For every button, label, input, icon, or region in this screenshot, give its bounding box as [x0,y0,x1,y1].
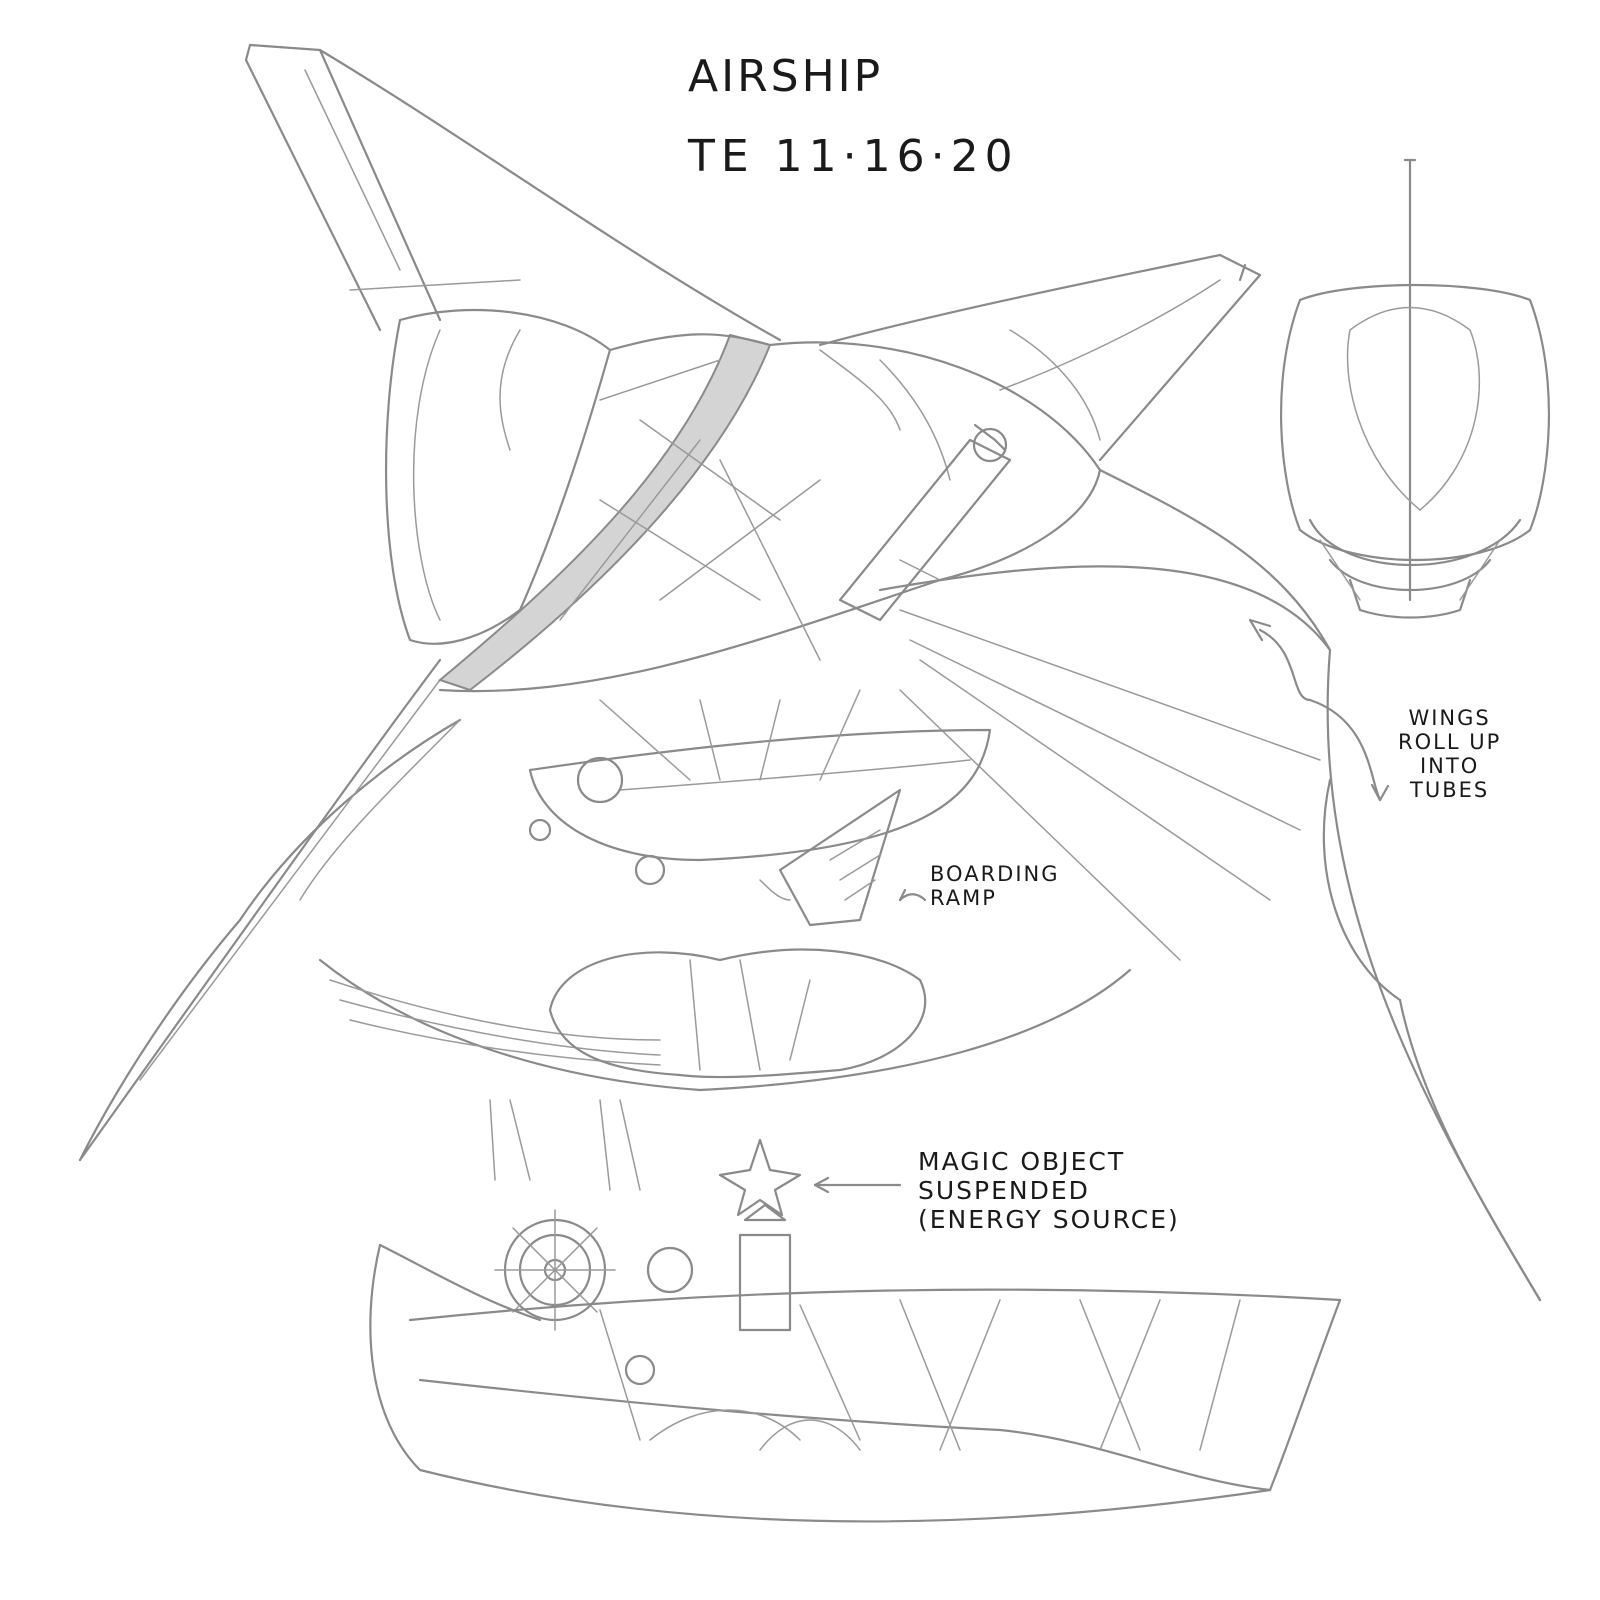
ship-wheel [494,1209,616,1331]
cutaway-envelope [318,948,1132,1092]
ramp-annotation-arrow [898,888,927,902]
engine-chimney [624,1203,792,1386]
main-airship-illustration [78,43,1542,1302]
airship-cannon [838,423,1012,622]
magic-annotation-arrow [813,1176,902,1194]
artist-signature-date: TE 11·16·20 [688,131,1019,182]
lower-right-wing [878,468,1542,1302]
side-cutaway-illustration [318,948,1342,1523]
magic-object-star [718,1138,802,1217]
airship-envelope [438,333,1102,693]
lower-left-wing [78,658,462,1162]
boarding-ramp-annotation: BOARDING RAMP [930,862,1060,911]
front-view-illustration [1279,158,1551,619]
airship-gondola [528,689,992,886]
wings-roll-arrow [1248,618,1390,802]
upper-left-wing [244,43,782,342]
cutaway-struts [489,1099,641,1191]
airship-band-ring [437,333,772,692]
magic-object-annotation: MAGIC OBJECT SUSPENDED (ENERGY SOURCE) [918,1147,1180,1234]
upper-right-wing [818,253,1262,462]
cutaway-hull [369,1243,1342,1523]
wings-annotation: WINGS ROLL UP INTO TUBES [1398,706,1502,803]
boarding-ramp [759,788,902,927]
sketch-title: AIRSHIP [688,51,884,102]
